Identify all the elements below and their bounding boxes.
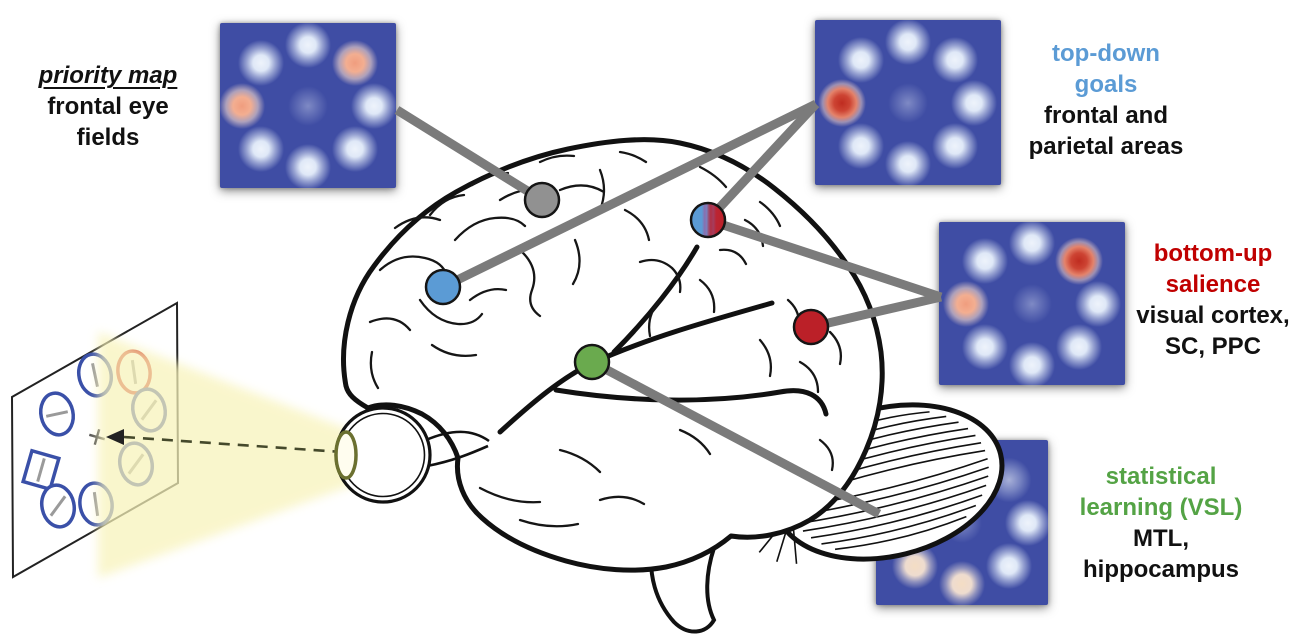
node-parietal-mixed xyxy=(689,201,727,239)
node-fef xyxy=(523,181,561,219)
visual-to-saliencemap xyxy=(809,292,943,332)
item-7 xyxy=(40,483,76,529)
gaze-arrowhead xyxy=(106,429,124,445)
label-bottom-up-line4: SC, PPC xyxy=(1164,333,1262,360)
label-vsl-line1: statistical xyxy=(1105,463,1217,490)
label-vsl-line3: MTL, xyxy=(1133,525,1189,552)
label-bottom-up-salience: bottom-up salience visual cortex, SC, PP… xyxy=(1108,238,1311,362)
label-top-down-line1: top-down xyxy=(1052,40,1160,67)
label-top-down-line3: frontal and xyxy=(1044,102,1168,129)
label-vsl-line2: learning (VSL) xyxy=(1079,494,1243,521)
optic-nerve xyxy=(425,430,490,468)
parietal-to-saliencemap xyxy=(706,215,943,302)
label-top-down-goals: top-down goals frontal and parietal area… xyxy=(996,38,1216,162)
gyri-lines xyxy=(368,150,843,528)
node-frontal xyxy=(424,268,462,306)
brain-nodes xyxy=(424,181,830,381)
label-priority-map-title: priority map xyxy=(38,62,178,89)
gaze-arrow xyxy=(106,429,343,454)
frontal-to-topdownmap xyxy=(441,99,818,292)
label-vsl-line4: hippocampus xyxy=(1082,556,1239,583)
parietal-to-topdownmap xyxy=(704,100,820,224)
mtl-to-vslmap xyxy=(589,358,882,518)
eye-lens xyxy=(334,430,358,480)
label-bottom-up-line2: salience xyxy=(1165,271,1261,298)
node-mtl xyxy=(573,343,611,381)
label-top-down-line2: goals xyxy=(1074,71,1138,98)
label-priority-map: priority map frontal eye fields xyxy=(0,60,218,153)
light-cone xyxy=(98,332,424,578)
label-top-down-line4: parietal areas xyxy=(1028,133,1184,160)
label-priority-map-line3: fields xyxy=(76,124,140,151)
eye xyxy=(334,406,432,504)
item-4 xyxy=(39,391,75,437)
label-priority-map-line2: frontal eye xyxy=(47,93,169,120)
fef-to-prioritymap xyxy=(394,106,545,204)
connector-lines xyxy=(394,99,943,518)
label-statistical-learning: statistical learning (VSL) MTL, hippocam… xyxy=(1051,461,1271,585)
item-6 xyxy=(20,448,62,492)
node-visual-cortex xyxy=(792,308,830,346)
label-bottom-up-line3: visual cortex, xyxy=(1136,302,1290,329)
label-bottom-up-line1: bottom-up xyxy=(1153,240,1273,267)
